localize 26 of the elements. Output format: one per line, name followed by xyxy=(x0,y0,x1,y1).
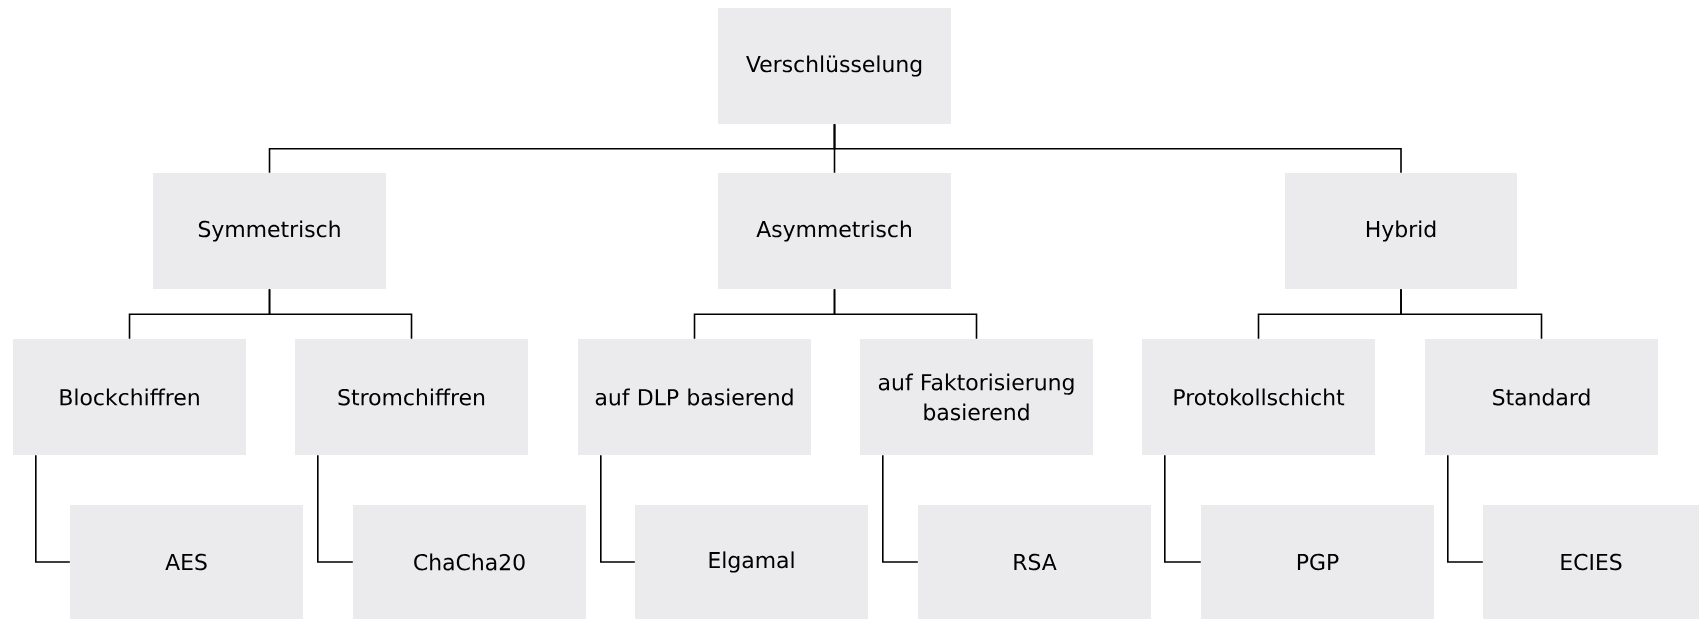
connector-line xyxy=(833,288,978,340)
connector-line xyxy=(317,454,354,563)
connector-line xyxy=(1400,288,1543,340)
connector-line xyxy=(833,123,1402,174)
category-box: Blockchiffren xyxy=(13,339,246,455)
connector-line xyxy=(35,454,71,563)
connector-line xyxy=(1164,454,1202,563)
category-box: Symmetrisch xyxy=(153,173,386,289)
category-box: Stromchiffren xyxy=(295,339,528,455)
connector-line xyxy=(268,288,413,340)
category-box: RSA xyxy=(918,505,1151,619)
connector-line xyxy=(882,454,919,563)
connector-line xyxy=(600,454,636,563)
connector-line xyxy=(1447,454,1484,563)
category-box: ChaCha20 xyxy=(353,505,586,619)
category-box: Standard xyxy=(1425,339,1658,455)
category-box: AES xyxy=(70,505,303,619)
category-box: Protokollschicht xyxy=(1142,339,1375,455)
category-box: Elgamal xyxy=(635,505,868,619)
category-box: Asymmetrisch xyxy=(718,173,951,289)
category-box: Hybrid xyxy=(1285,173,1517,289)
category-box: PGP xyxy=(1201,505,1434,619)
category-box: auf DLP basierend xyxy=(578,339,811,455)
category-box: auf Faktorisierung basierend xyxy=(860,339,1093,455)
category-box: Verschlüsselung xyxy=(718,8,951,124)
category-box: ECIES xyxy=(1483,505,1699,619)
